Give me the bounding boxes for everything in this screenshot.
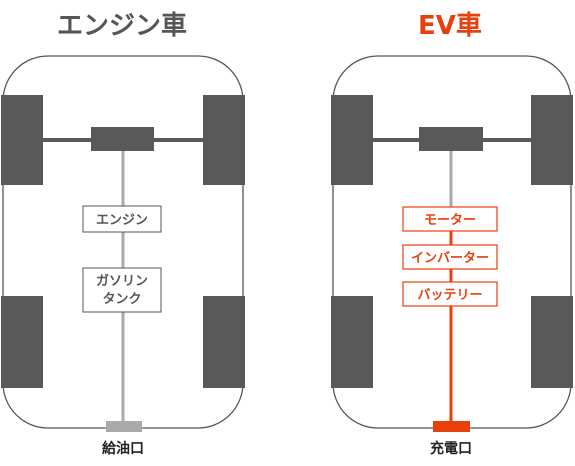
fuel-port bbox=[106, 421, 142, 432]
battery-label: バッテリー bbox=[417, 288, 482, 303]
fuel-tank-label-line1: ガソリン bbox=[96, 274, 148, 289]
motor-box bbox=[402, 206, 498, 232]
engine-box bbox=[82, 205, 162, 233]
engine-car: エンジン車 エンジン ガソリン タンク 給油口 bbox=[1, 11, 245, 457]
fuel-port-label: 給油口 bbox=[102, 440, 144, 457]
engine-front-left-wheel bbox=[1, 95, 43, 185]
inverter-label: インバーター bbox=[411, 251, 489, 266]
fuel-tank-label-line2: タンク bbox=[102, 292, 141, 307]
engine-label: エンジン bbox=[96, 213, 148, 228]
engine-front-right-wheel bbox=[203, 95, 245, 185]
engine-rear-right-wheel bbox=[203, 296, 245, 388]
engine-car-title: エンジン車 bbox=[57, 11, 187, 41]
ev-front-right-wheel bbox=[531, 95, 573, 185]
ev-front-left-wheel bbox=[331, 95, 373, 185]
ev-differential bbox=[419, 127, 483, 151]
ev-car: EV車 モーター インバーター バッテリー 充電口 bbox=[331, 11, 573, 457]
charging-port-label: 充電口 bbox=[430, 440, 472, 457]
ev-rear-left-wheel bbox=[331, 296, 373, 388]
inverter-box bbox=[402, 244, 498, 270]
engine-differential bbox=[91, 127, 154, 151]
charging-port bbox=[433, 421, 470, 432]
motor-label: モーター bbox=[424, 213, 476, 228]
fuel-tank-box bbox=[82, 267, 162, 313]
battery-box bbox=[402, 281, 498, 307]
ev-car-title: EV車 bbox=[418, 11, 482, 41]
ev-rear-right-wheel bbox=[531, 296, 573, 388]
engine-rear-left-wheel bbox=[1, 296, 43, 388]
